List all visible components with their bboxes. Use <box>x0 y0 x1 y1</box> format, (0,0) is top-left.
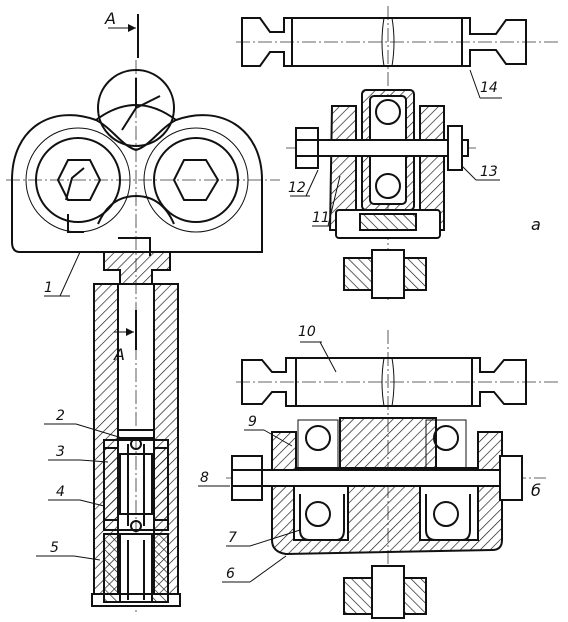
section-marker-top <box>108 14 139 58</box>
part-label-3: 3 <box>56 444 65 460</box>
roll-14 <box>241 17 527 67</box>
top-roller <box>97 69 175 147</box>
section-label-bottom: A <box>113 345 125 364</box>
left-assembly: A <box>6 9 280 612</box>
part-label-13: 13 <box>480 164 498 180</box>
part-label-9: 9 <box>248 414 257 430</box>
part-label-1: 1 <box>44 280 53 296</box>
section-marker-bottom <box>114 310 137 350</box>
right-hex-nut <box>172 159 220 201</box>
part-label-4: 4 <box>56 484 65 500</box>
part-label-14: 14 <box>480 80 498 96</box>
part-label-8: 8 <box>200 470 209 486</box>
part-label-6: 6 <box>226 566 235 582</box>
part-label-11: 11 <box>312 210 330 226</box>
view-b <box>198 330 560 619</box>
part-label-5: 5 <box>50 540 59 556</box>
bolt-head-12 <box>295 127 319 169</box>
stem-section <box>103 251 171 285</box>
view-label-b: б <box>531 481 541 500</box>
view-a <box>236 6 560 300</box>
roll-10 <box>241 357 527 407</box>
bolt-head-8 <box>231 455 263 501</box>
part-label-12: 12 <box>288 180 306 196</box>
left-hex-nut <box>56 159 102 201</box>
part-label-2: 2 <box>56 408 65 424</box>
part-label-7: 7 <box>228 530 237 546</box>
view-label-a: а <box>531 215 541 234</box>
part-label-10: 10 <box>298 324 316 340</box>
section-label-top: A <box>104 9 116 28</box>
